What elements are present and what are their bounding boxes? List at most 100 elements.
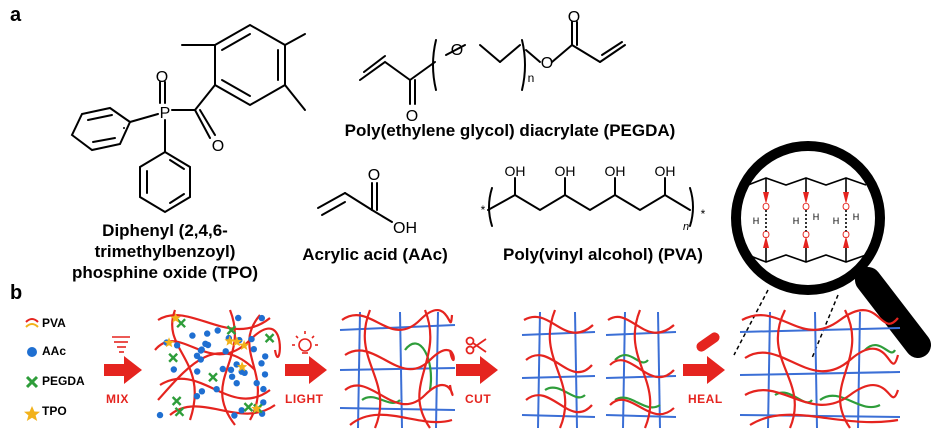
pegda-particle [168,352,179,363]
step-label-heal: HEAL [688,392,723,406]
tpo-structure [70,23,306,214]
lens-o-2: O [802,202,810,213]
aac-particle [202,340,209,347]
lens-h-5: H [853,212,860,222]
tpo-name: Diphenyl (2,4,6- trimethylbenzoyl) phosp… [30,220,300,283]
pva-repeat-n: n [683,221,689,233]
pegda-particle [171,396,182,406]
light-network [339,309,456,429]
aac-structure [317,182,393,223]
aac-particle [248,335,255,343]
aac-particle [260,385,267,393]
aac-name: Acrylic acid (AAc) [302,245,448,264]
tpo-particle [238,340,250,350]
aac-particle [193,393,201,400]
lightbulb-icon [292,331,318,354]
tpo-particle [251,403,262,414]
aac-particle [189,332,196,339]
tpo-particle [170,312,181,323]
star-icon [24,406,40,421]
aac-particle [227,366,235,373]
panel-label-b: b [10,282,23,304]
pva-star-left: * [481,203,486,217]
lens-o-3: O [842,202,850,213]
arrow-mix [104,356,142,384]
aac-particle [213,386,220,393]
tpo-name-line2: trimethylbenzoyl) [94,242,236,261]
step-label-mix: MIX [106,392,129,406]
aac-particle [222,348,229,355]
lens-h-4: H [813,212,820,222]
pva-bracket-right [689,187,694,227]
aac-particle [170,366,177,373]
wave-icon [25,318,39,328]
magnifier-lens [731,141,885,295]
pegda-particle [208,372,218,383]
pva-oh-4: OH [655,163,676,179]
lens-o-4: O [762,230,770,241]
arrow-light [285,356,327,384]
pegda-particle [243,402,254,412]
lens-h-1: H [753,216,760,226]
pegda-atom-O1: O [406,108,418,125]
mesityl-ring [214,23,286,107]
lens-h-2: H [793,216,800,226]
pegda-atom-O4: O [568,9,580,26]
lens-o-6: O [842,230,850,241]
tpo-particle [163,337,175,348]
aac-atom-OH: OH [393,220,417,237]
pva-structure [487,177,694,227]
aac-particle [194,368,201,375]
pva-oh-2: OH [555,163,576,179]
methyl-right [284,84,306,111]
arrow-cut [456,356,498,384]
aac-particle [258,360,265,367]
tpo-atom-O: O [156,69,168,86]
aac-particle [241,369,248,376]
legend-pva: PVA [42,316,66,330]
pegda-particle [176,318,186,329]
magnifier-handle [855,267,931,358]
tpo-name-line3: phosphine oxide (TPO) [71,263,259,282]
arrow-heal [683,356,725,384]
mixture-particles [156,312,275,419]
step-label-cut: CUT [465,392,492,406]
aac-particle [233,380,240,387]
aac-particle [204,330,211,337]
tpo-atom-O2: O [212,138,224,155]
healed-network [739,309,901,429]
legend-aac: AAc [42,344,67,358]
methyl-top [284,33,306,46]
aac-particle [219,365,226,373]
step-label-light: LIGHT [285,392,324,406]
dot-icon [27,347,37,357]
aac-particle [214,327,221,334]
pegda-atom-O2: O [451,42,463,59]
tpo-atom-P: P [160,105,171,122]
scissors-icon [465,336,487,355]
pva-oh-3: OH [605,163,626,179]
aac-particle [197,347,205,354]
pegda-particle [174,406,185,417]
pva-bracket-left [488,187,493,227]
magnifier: O O O O O O H H H H H [731,141,931,359]
pva-name: Poly(vinyl alcohol) (PVA) [503,245,703,264]
aac-particle [238,407,245,414]
aac-particle [258,314,265,322]
aac-particle [156,411,164,419]
aac-particle [262,353,269,360]
pegda-structure [359,21,626,105]
cross-icon [25,375,39,389]
legend-tpo: TPO [42,404,67,418]
aac-particle [250,346,257,353]
chemical-structures: O P O O O n O O [70,9,706,237]
tornado-icon [112,336,130,353]
lens-o-1: O [762,202,770,213]
legend-pegda: PEGDA [42,374,85,388]
pegda-atom-O3: O [541,55,553,72]
lens-h-3: H [833,216,840,226]
aac-particle [193,352,201,359]
aac-particle [228,373,236,380]
tpo-particle [236,361,248,372]
